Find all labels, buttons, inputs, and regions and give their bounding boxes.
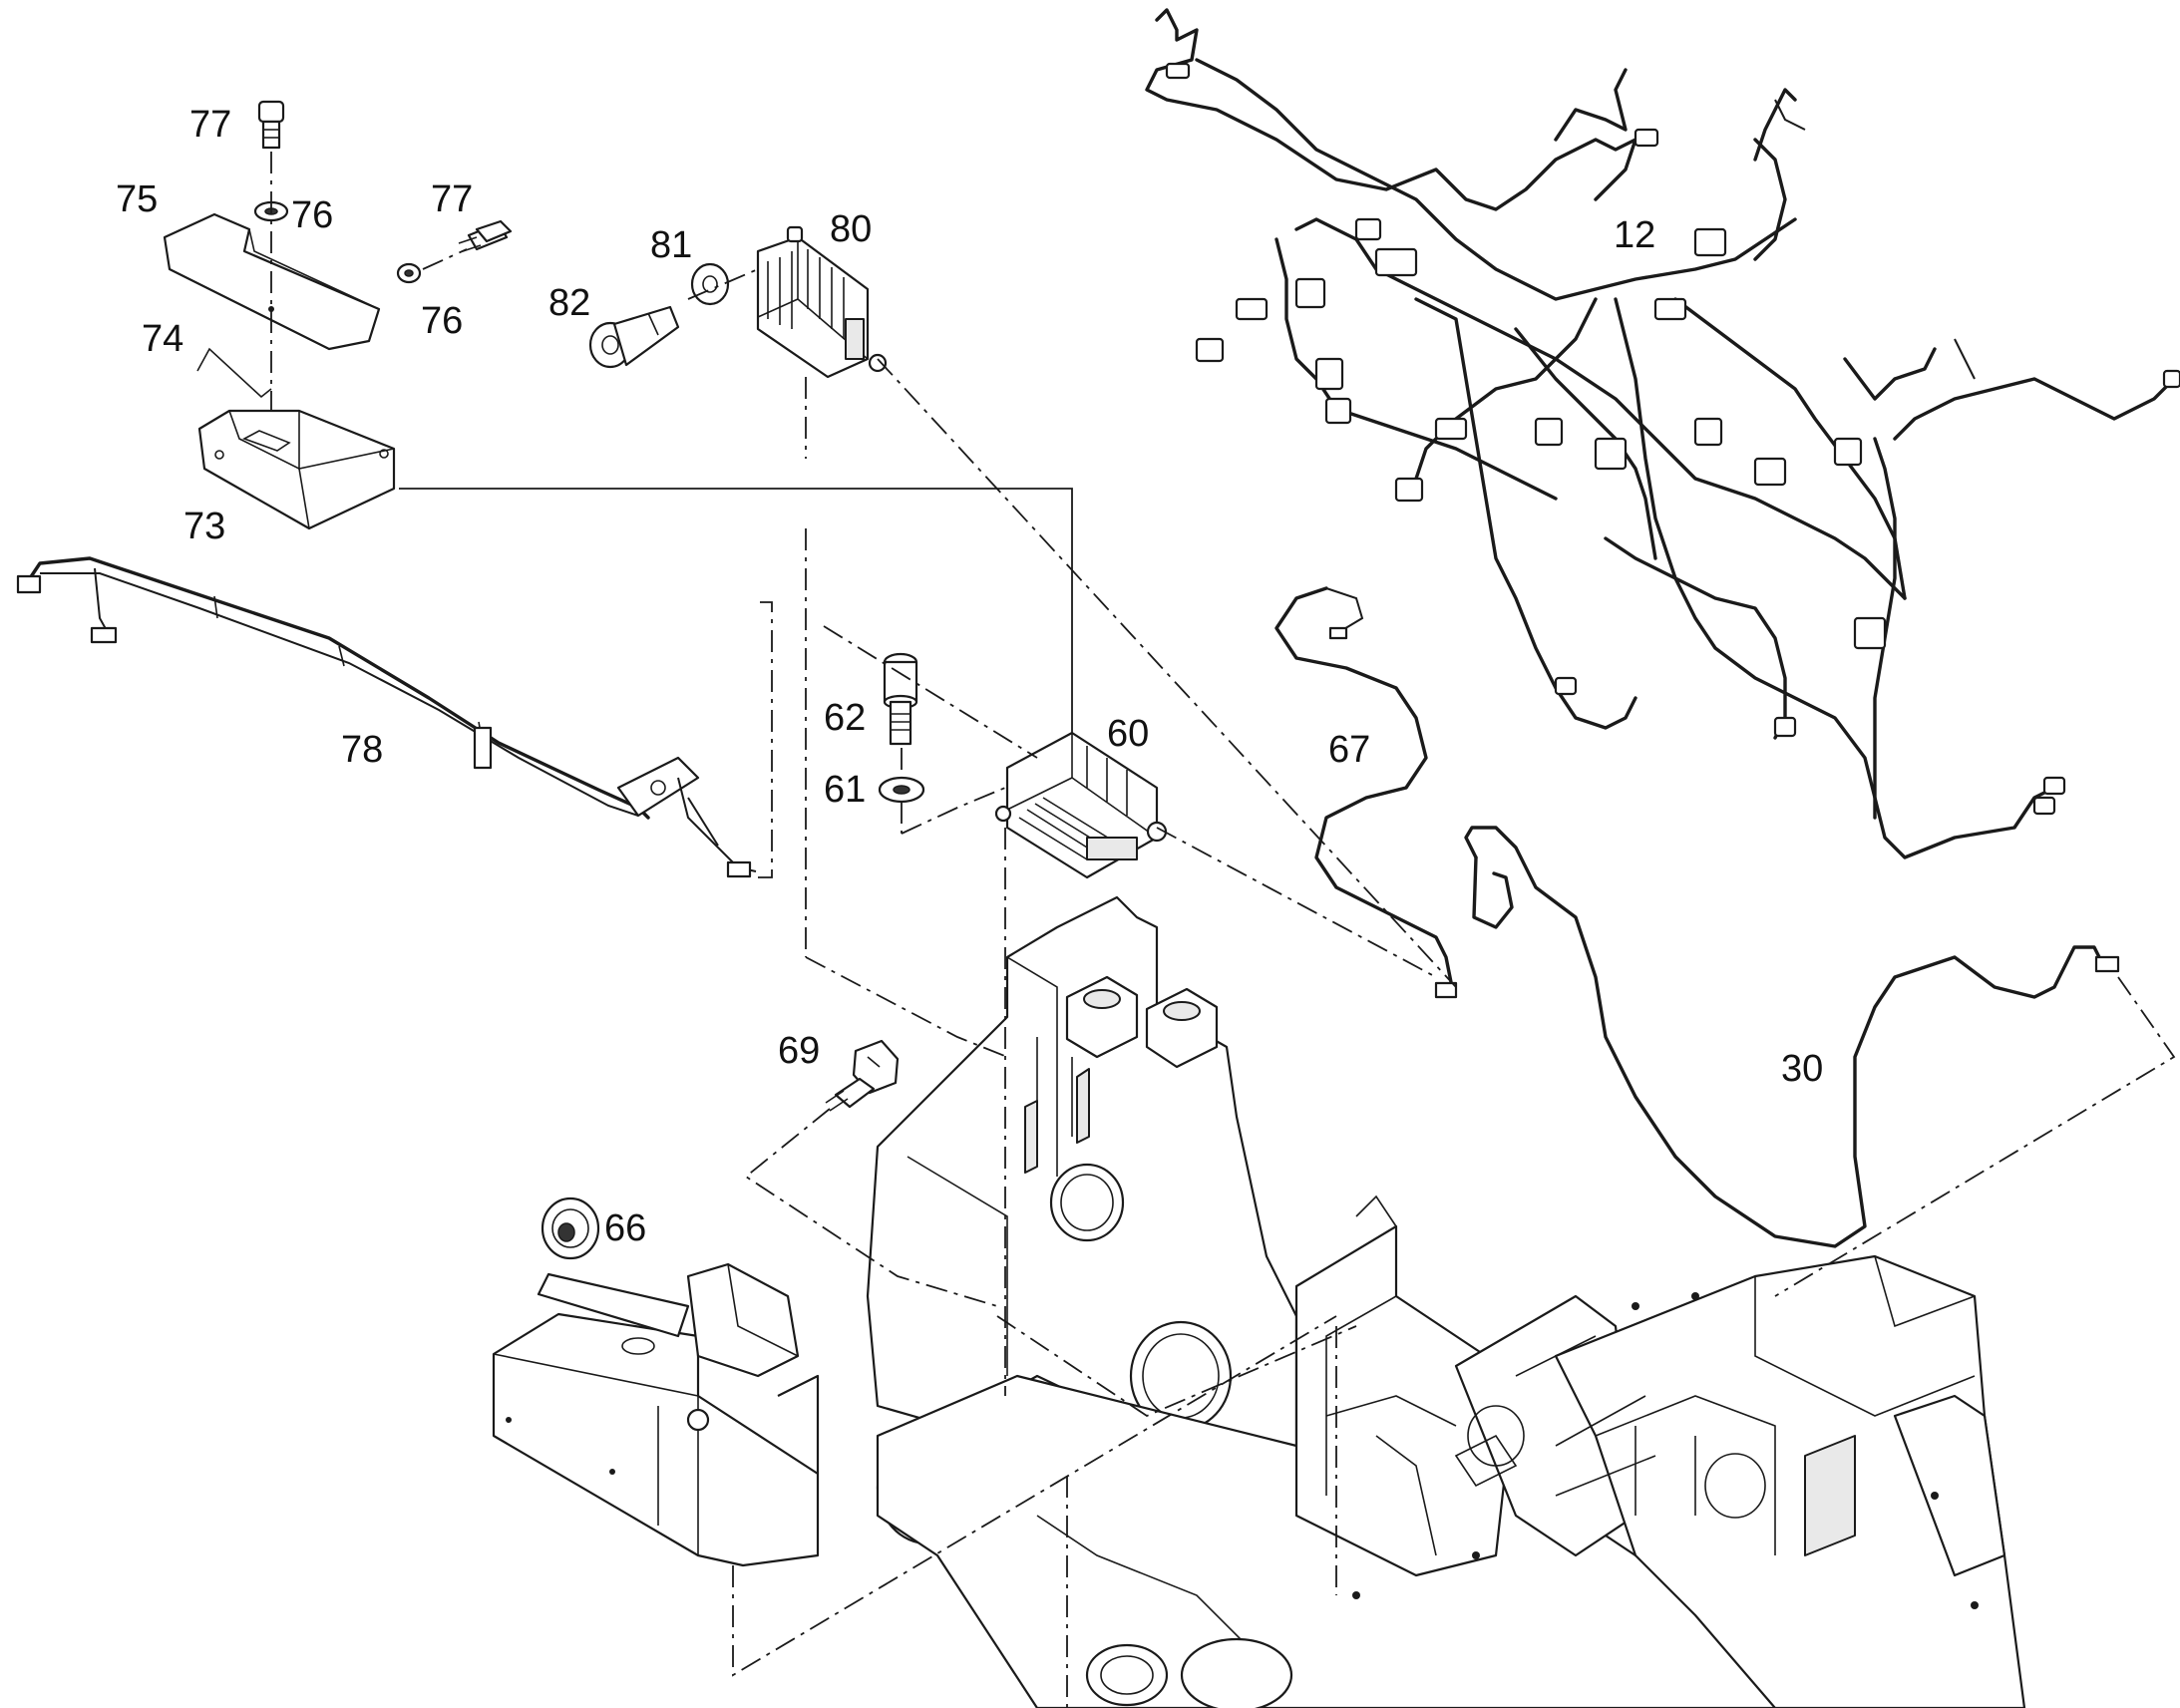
bolt-62 xyxy=(883,652,918,746)
label-80: 80 xyxy=(830,208,872,250)
leader-74 xyxy=(196,347,272,399)
label-77-top: 77 xyxy=(189,104,231,146)
label-75: 75 xyxy=(116,178,158,220)
label-77-right: 77 xyxy=(431,178,473,220)
label-78: 78 xyxy=(341,729,383,771)
assembly-leader-lines xyxy=(270,152,2176,1708)
label-61: 61 xyxy=(824,769,866,811)
harness-12 xyxy=(1145,8,2180,859)
battery-box-housing xyxy=(492,1262,820,1567)
label-82: 82 xyxy=(548,282,590,324)
label-74: 74 xyxy=(142,318,183,360)
screw-77-right xyxy=(458,219,513,252)
callout-labels: 77 75 76 77 76 74 73 82 81 80 12 78 62 6… xyxy=(116,104,1823,1249)
bolt-69 xyxy=(825,1039,900,1112)
label-60: 60 xyxy=(1107,713,1149,755)
washer-81 xyxy=(690,262,730,306)
washer-61 xyxy=(878,776,925,804)
washer-76-right xyxy=(396,262,422,284)
label-73: 73 xyxy=(183,506,225,547)
harness-67 xyxy=(1274,586,1458,999)
label-66: 66 xyxy=(604,1207,646,1249)
label-81: 81 xyxy=(650,224,692,266)
bracket-73 xyxy=(197,409,396,530)
label-76-top: 76 xyxy=(291,194,333,236)
control-module-80 xyxy=(756,225,888,379)
label-67: 67 xyxy=(1328,729,1370,771)
harness-30 xyxy=(1464,826,2120,1248)
harness-78 xyxy=(16,556,757,878)
screw-77-top xyxy=(257,100,285,150)
label-69: 69 xyxy=(778,1030,820,1072)
main-frame-chassis xyxy=(866,895,2026,1708)
label-30: 30 xyxy=(1781,1048,1823,1090)
label-76-right: 76 xyxy=(421,300,463,342)
label-62: 62 xyxy=(824,697,866,739)
bolt-82 xyxy=(588,305,680,369)
grommet-66 xyxy=(541,1196,600,1260)
label-12: 12 xyxy=(1614,214,1655,256)
